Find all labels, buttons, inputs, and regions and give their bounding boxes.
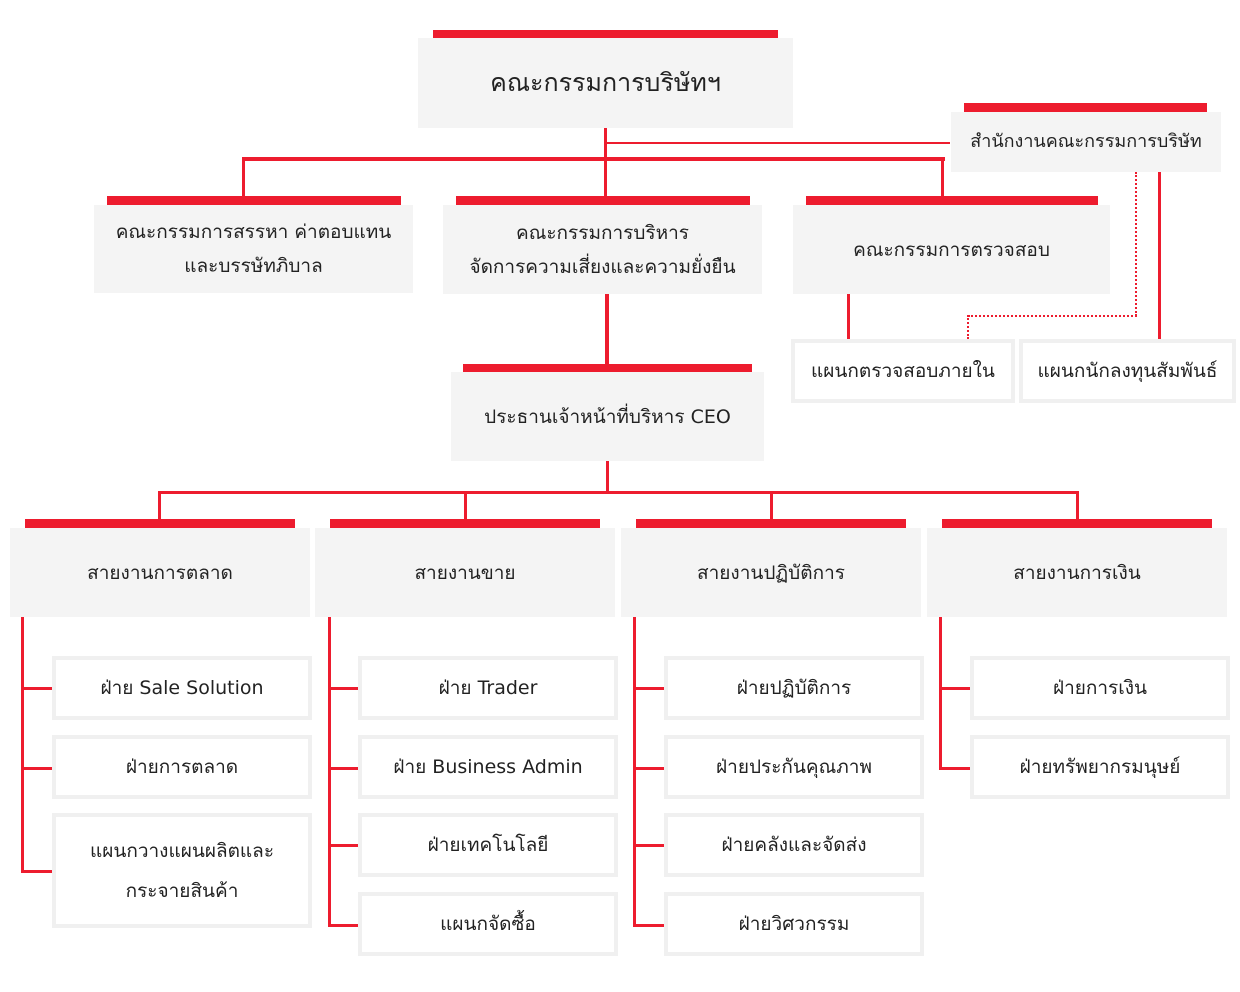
connector xyxy=(606,461,609,493)
connector xyxy=(21,767,52,770)
unit-label: ฝ่าย Business Admin xyxy=(393,756,583,778)
unit-label: ฝ่ายการเงิน xyxy=(1052,677,1148,699)
unit-label: แผนกจัดซื้อ xyxy=(440,913,536,935)
accent-bar xyxy=(25,519,295,528)
division-label: สายงานการตลาด xyxy=(87,561,233,584)
connector xyxy=(242,157,945,161)
board-secretary-office-box: สำนักงานคณะกรรมการบริษัท xyxy=(951,112,1221,172)
ceo-box: ประธานเจ้าหน้าที่บริหาร CEO xyxy=(451,372,764,461)
connector xyxy=(604,128,607,198)
accent-bar xyxy=(636,519,906,528)
division-marketing-box: สายงานการตลาด xyxy=(10,528,310,617)
accent-bar xyxy=(964,103,1207,112)
unit-label: ฝ่ายประกันคุณภาพ xyxy=(716,756,872,778)
connector xyxy=(1158,172,1161,339)
unit-box: ฝ่ายเทคโนโลยี xyxy=(358,813,618,877)
connector xyxy=(21,870,52,873)
unit-box: แผนกจัดซื้อ xyxy=(358,892,618,956)
connector xyxy=(242,157,245,197)
connector xyxy=(1076,491,1079,520)
accent-bar xyxy=(456,196,750,205)
connector xyxy=(158,491,161,520)
connector xyxy=(605,294,609,364)
connector xyxy=(633,687,664,690)
unit-label: แผนกนักลงทุนสัมพันธ์ xyxy=(1037,360,1218,382)
committee-label: คณะกรรมการตรวจสอบ xyxy=(853,238,1050,261)
board-of-directors-box: คณะกรรมการบริษัทฯ xyxy=(418,38,793,128)
unit-box: แผนกวางแผนผลิตและ กระจายสินค้า xyxy=(52,813,312,928)
dotted-connector xyxy=(967,315,969,339)
division-finance-box: สายงานการเงิน xyxy=(927,528,1227,617)
connector xyxy=(939,687,970,690)
unit-label: ฝ่าย Sale Solution xyxy=(100,677,264,699)
nomination-committee-box: คณะกรรมการสรรหา ค่าตอบแทน และบรรษัทภิบาล xyxy=(94,205,413,293)
unit-label: กระจายสินค้า xyxy=(125,879,239,902)
unit-box: ฝ่าย Business Admin xyxy=(358,735,618,799)
unit-label: ฝ่ายปฏิบัติการ xyxy=(736,677,852,699)
division-label: สายงานขาย xyxy=(414,561,516,584)
unit-label: แผนกตรวจสอบภายใน xyxy=(811,360,995,382)
division-label: สายงานการเงิน xyxy=(1013,561,1141,584)
connector xyxy=(770,491,773,520)
connector xyxy=(941,157,944,197)
unit-box: ฝ่าย Sale Solution xyxy=(52,656,312,720)
division-label: สายงานปฏิบัติการ xyxy=(697,561,845,584)
audit-committee-box: คณะกรรมการตรวจสอบ xyxy=(793,205,1110,294)
connector xyxy=(464,491,467,520)
division-operations-box: สายงานปฏิบัติการ xyxy=(621,528,921,617)
unit-box: ฝ่ายการเงิน xyxy=(970,656,1230,720)
unit-label: ฝ่ายเทคโนโลยี xyxy=(427,834,549,856)
connector xyxy=(328,844,359,847)
accent-bar xyxy=(463,364,752,373)
accent-bar xyxy=(433,30,778,39)
unit-label: แผนกวางแผนผลิตและ xyxy=(89,839,275,862)
secretary-label: สำนักงานคณะกรรมการบริษัท xyxy=(970,131,1202,152)
connector xyxy=(633,617,636,927)
connector xyxy=(939,617,942,770)
accent-bar xyxy=(107,196,401,205)
division-sales-box: สายงานขาย xyxy=(315,528,615,617)
unit-box: ฝ่ายประกันคุณภาพ xyxy=(664,735,924,799)
unit-box: ฝ่ายปฏิบัติการ xyxy=(664,656,924,720)
accent-bar xyxy=(330,519,600,528)
dotted-connector xyxy=(1135,172,1137,316)
unit-box: ฝ่ายทรัพยากรมนุษย์ xyxy=(970,735,1230,799)
connector xyxy=(847,294,850,339)
accent-bar xyxy=(806,196,1098,205)
connector xyxy=(158,491,1079,494)
unit-label: ฝ่ายทรัพยากรมนุษย์ xyxy=(1019,756,1181,778)
unit-label: ฝ่ายคลังและจัดส่ง xyxy=(721,834,867,856)
accent-bar xyxy=(942,519,1212,528)
committee-label: จัดการความเสี่ยงและความยั่งยืน xyxy=(469,255,736,278)
board-label: คณะกรรมการบริษัทฯ xyxy=(490,68,721,97)
dotted-connector xyxy=(968,315,1137,317)
investor-relations-box: แผนกนักลงทุนสัมพันธ์ xyxy=(1019,339,1236,403)
unit-box: ฝ่ายวิศวกรรม xyxy=(664,892,924,956)
connector xyxy=(633,924,664,927)
connector xyxy=(605,142,950,144)
risk-committee-box: คณะกรรมการบริหาร จัดการความเสี่ยงและความ… xyxy=(443,205,762,294)
unit-box: ฝ่ายคลังและจัดส่ง xyxy=(664,813,924,877)
connector xyxy=(328,687,359,690)
committee-label: คณะกรรมการบริหาร xyxy=(515,221,690,244)
committee-label: คณะกรรมการสรรหา ค่าตอบแทน xyxy=(115,221,392,243)
connector xyxy=(328,617,331,927)
internal-audit-box: แผนกตรวจสอบภายใน xyxy=(791,339,1015,403)
unit-box: ฝ่าย Trader xyxy=(358,656,618,720)
unit-label: ฝ่ายวิศวกรรม xyxy=(738,913,850,935)
committee-label: และบรรษัทภิบาล xyxy=(184,255,323,277)
connector xyxy=(939,767,970,770)
connector xyxy=(21,617,24,873)
connector xyxy=(633,767,664,770)
connector xyxy=(328,924,359,927)
unit-box: ฝ่ายการตลาด xyxy=(52,735,312,799)
connector xyxy=(328,767,359,770)
connector xyxy=(633,844,664,847)
unit-label: ฝ่าย Trader xyxy=(438,677,538,699)
connector xyxy=(21,687,52,690)
unit-label: ฝ่ายการตลาด xyxy=(125,756,239,778)
ceo-label: ประธานเจ้าหน้าที่บริหาร CEO xyxy=(484,405,731,428)
